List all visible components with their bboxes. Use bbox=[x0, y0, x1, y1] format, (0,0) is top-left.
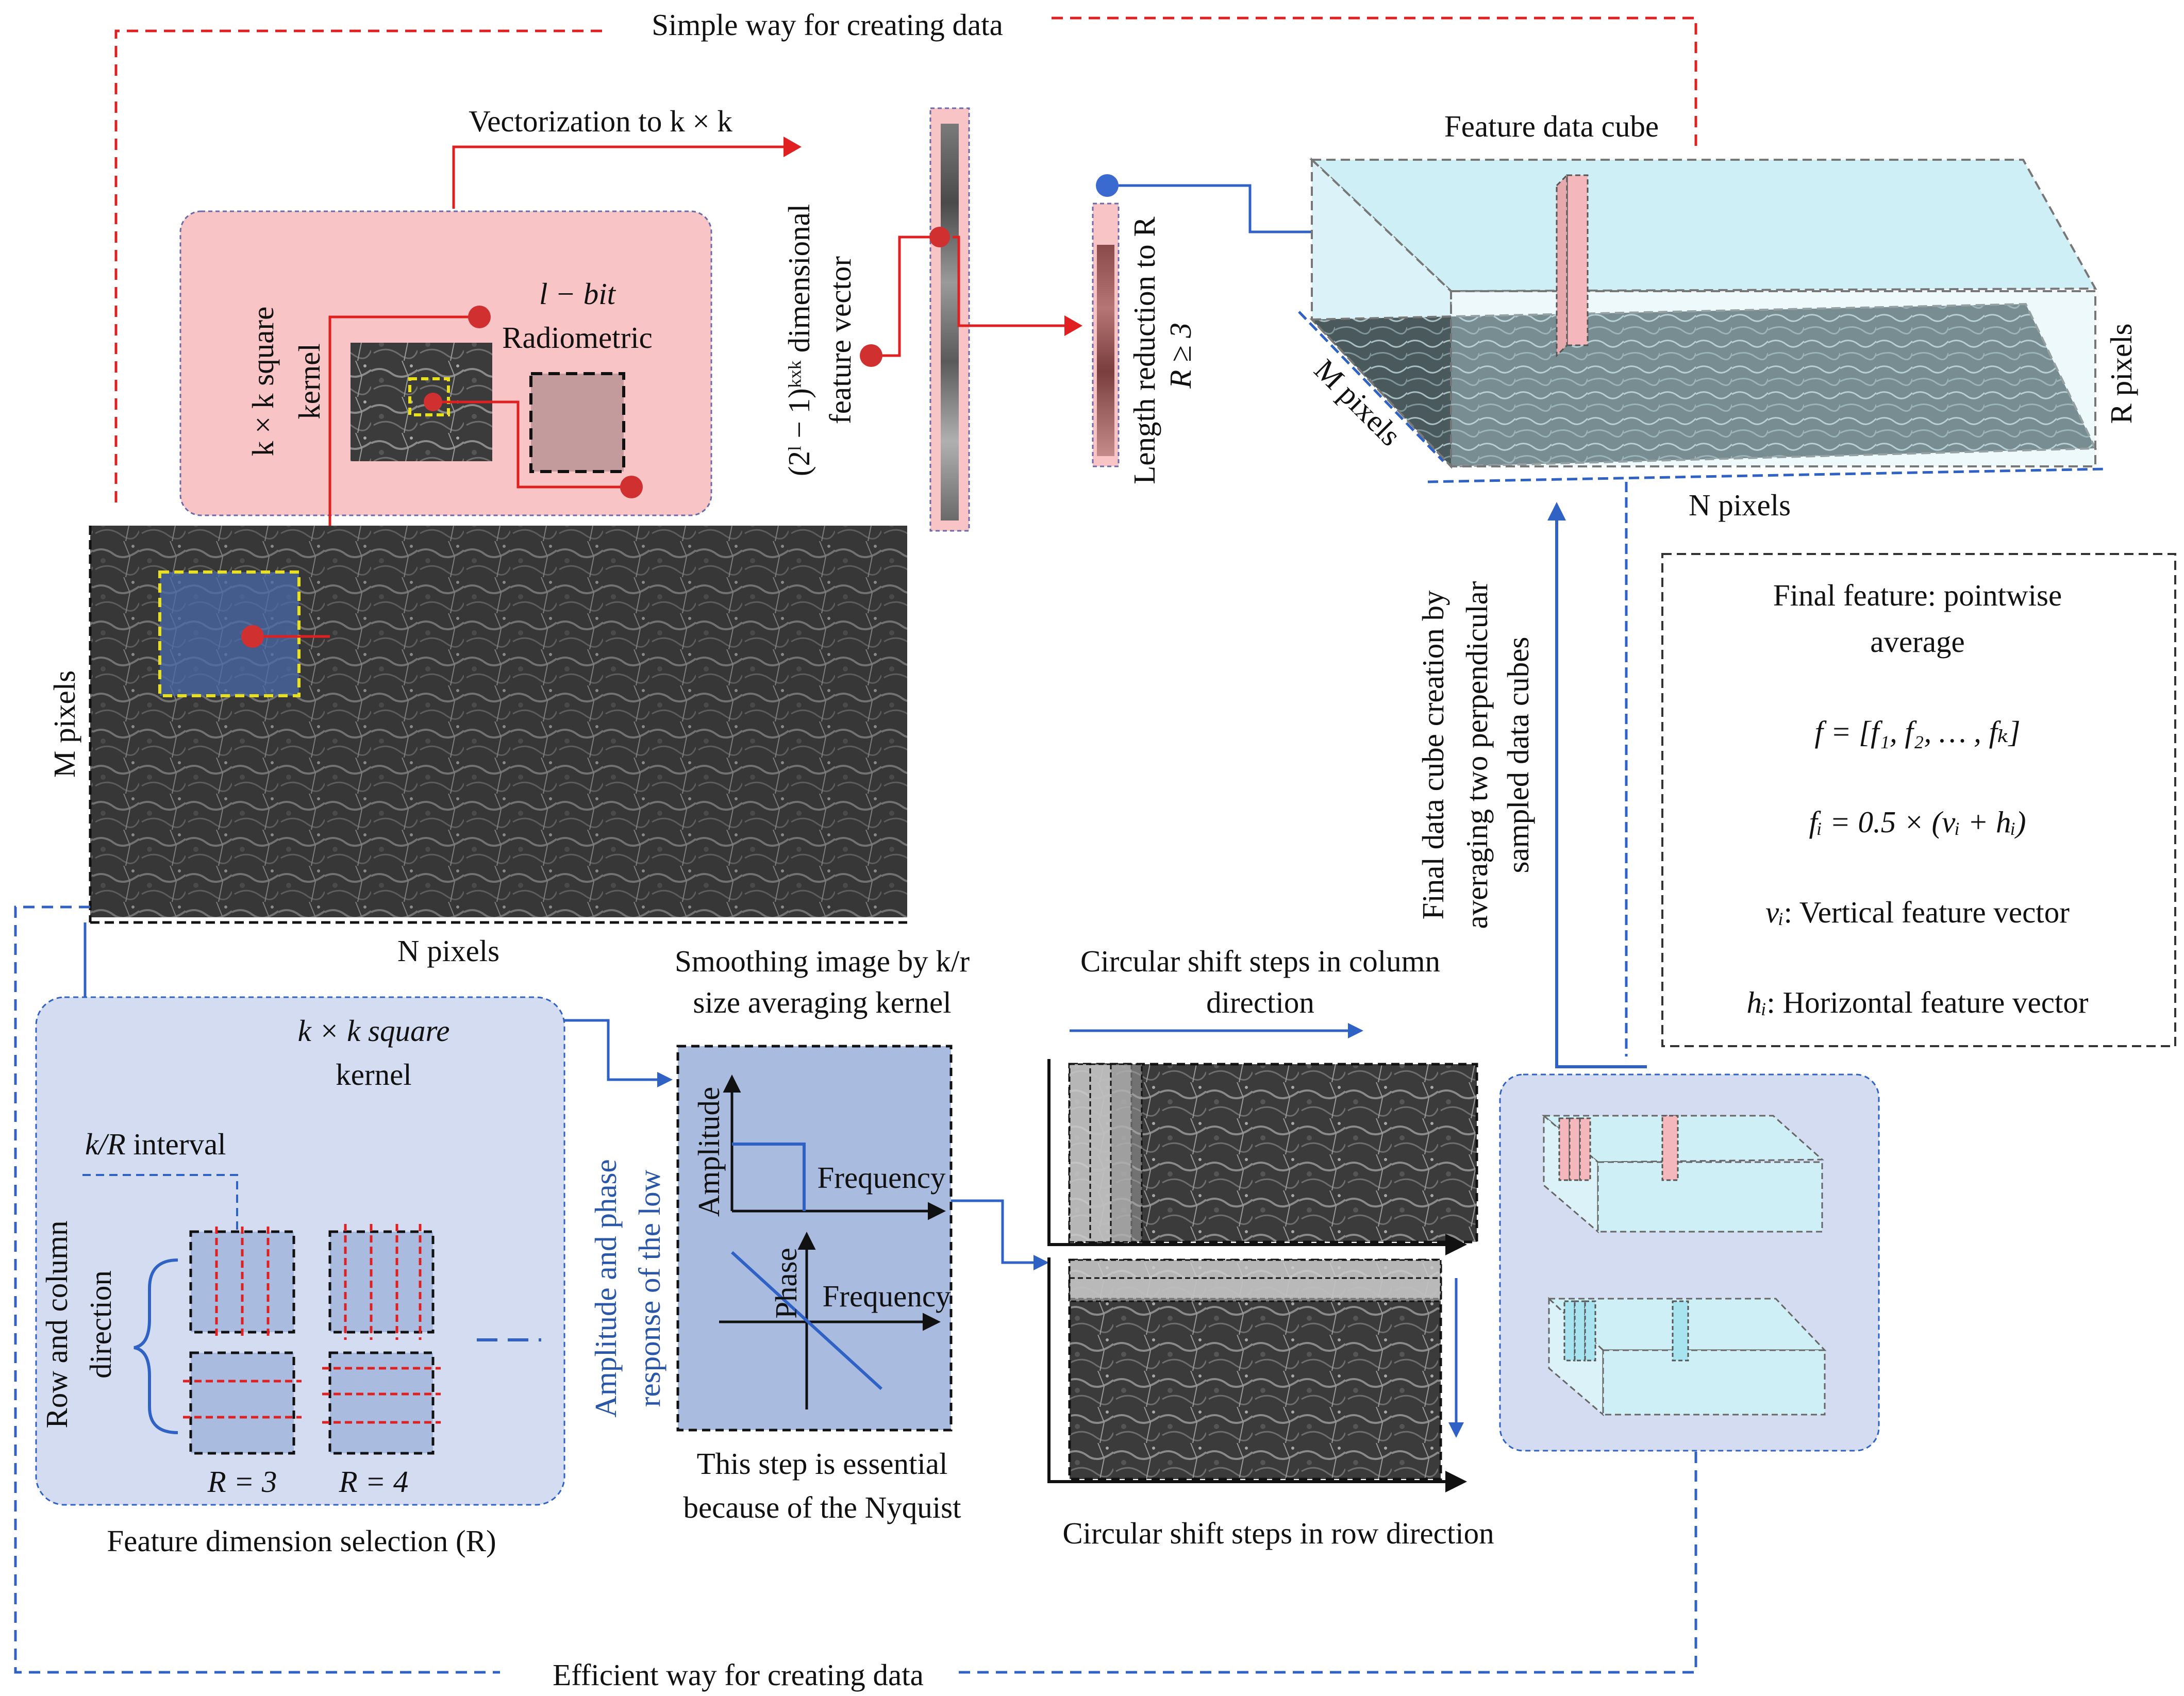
kernel-highlight bbox=[408, 377, 450, 416]
dimension-panel: k × k square kernel k/R interval Row and… bbox=[35, 996, 565, 1558]
rowcol-label-2: direction bbox=[84, 1270, 118, 1379]
formula-title-1: Final feature: pointwise bbox=[1773, 578, 2062, 612]
frequency-axis-label-2: Frequency bbox=[822, 1279, 951, 1313]
r4-column-kernel bbox=[328, 1230, 435, 1334]
node-dot bbox=[1096, 174, 1119, 197]
circular-shift-panel: Circular shift steps in column direction… bbox=[1047, 944, 1494, 1550]
efficient-way-label: Efficient way for creating data bbox=[553, 1658, 924, 1692]
amp-phase-label-1: Amplitude and phase bbox=[589, 1159, 623, 1417]
reduced-vector: Length reduction to R R ≥ 3 bbox=[1092, 174, 1488, 484]
feature-vector-label-2: feature vector bbox=[823, 256, 857, 424]
formula-vi: vᵢ: Vertical feature vector bbox=[1765, 895, 2070, 929]
r3-row-kernel bbox=[189, 1351, 295, 1455]
amplitude-axis-label: Amplitude bbox=[692, 1087, 726, 1217]
kernel-window bbox=[158, 570, 301, 697]
formula-title-2: average bbox=[1870, 625, 1964, 659]
dim-kernel-2: kernel bbox=[336, 1057, 411, 1092]
frequency-axis-label: Frequency bbox=[817, 1161, 946, 1195]
simple-way-label: Simple way for creating data bbox=[652, 8, 1003, 42]
feature-vector: (2ˡ − 1)ᵏˣᵏ dimensional feature vector bbox=[782, 107, 1082, 532]
essential-label-2: because of the Nyquist bbox=[683, 1490, 961, 1524]
sar-image: M pixels N pixels bbox=[47, 526, 907, 968]
formula-hi: hᵢ: Horizontal feature vector bbox=[1747, 985, 2089, 1019]
rowcol-label-1: Row and column bbox=[40, 1220, 74, 1428]
final-text-3: sampled data cubes bbox=[1501, 637, 1535, 874]
dimension-selection-label: Feature dimension selection (R) bbox=[107, 1524, 496, 1558]
formula-f: f = [f₁, f₂, … , fₖ] bbox=[1814, 715, 2020, 749]
cube-title: Feature data cube bbox=[1444, 109, 1659, 143]
row-shift-label: Circular shift steps in row direction bbox=[1062, 1516, 1494, 1550]
r3-column-kernel bbox=[189, 1230, 295, 1334]
vectorization-arrow: Vectorization to k × k bbox=[452, 104, 802, 209]
dim-kernel-1: k × k square bbox=[298, 1014, 450, 1048]
radiometric-bit: l − bit bbox=[539, 277, 616, 311]
final-text-2: averaging two perpendicular bbox=[1460, 581, 1494, 929]
node-dot bbox=[424, 393, 442, 411]
cube-n-label: N pixels bbox=[1689, 488, 1791, 522]
smoothing-label-1: Smoothing image by k/r bbox=[675, 944, 970, 978]
radiometric-label: Radiometric bbox=[502, 321, 653, 355]
essential-label-1: This step is essential bbox=[697, 1447, 948, 1481]
formula-fi: fᵢ = 0.5 × (vᵢ + hᵢ) bbox=[1809, 805, 2026, 839]
smoothing-label-2: size averaging kernel bbox=[693, 985, 951, 1019]
node-dot bbox=[241, 625, 264, 648]
node-dot bbox=[620, 476, 643, 498]
r4-label: R = 4 bbox=[339, 1465, 409, 1499]
feature-vector-label-1: (2ˡ − 1)ᵏˣᵏ dimensional bbox=[782, 204, 816, 476]
kernel-label-1: k × k square bbox=[246, 307, 280, 457]
final-averaging: Final data cube creation by averaging tw… bbox=[1416, 482, 1647, 1068]
column-shift-label-1: Circular shift steps in column bbox=[1080, 944, 1440, 978]
radiometric-square bbox=[529, 372, 625, 473]
sampled-cubes-panel bbox=[1499, 1073, 1880, 1452]
amp-phase-label-2: response of the low bbox=[632, 1169, 666, 1407]
kernel-label-2: kernel bbox=[292, 343, 326, 419]
length-reduction-label: Length reduction to R bbox=[1127, 216, 1161, 484]
phase-axis-label: Phase bbox=[769, 1248, 803, 1319]
interval-label: k/R interval bbox=[85, 1127, 226, 1161]
node-dot bbox=[860, 344, 882, 367]
image-n-label: N pixels bbox=[397, 934, 499, 968]
radiometric-panel: k × k square kernel l − bit Radiometric bbox=[179, 210, 712, 636]
simple-way-loop: Simple way for creating data bbox=[114, 8, 1697, 502]
cube-r-label: R pixels bbox=[2104, 323, 2138, 424]
feature-data-cube: Feature data cube M pixels N pixels R pi… bbox=[1298, 109, 2138, 522]
column-shift-label-2: direction bbox=[1206, 985, 1314, 1019]
node-dot bbox=[929, 227, 950, 247]
node-dot bbox=[468, 306, 491, 328]
final-text-1: Final data cube creation by bbox=[1416, 590, 1450, 919]
formula-box: Final feature: pointwise average f = [f₁… bbox=[1661, 553, 2176, 1047]
length-reduction-condition: R ≥ 3 bbox=[1163, 323, 1197, 389]
smoothing-panel: Smoothing image by k/r size averaging ke… bbox=[564, 944, 1049, 1524]
image-m-label: M pixels bbox=[47, 670, 81, 778]
vectorization-label: Vectorization to k × k bbox=[469, 104, 732, 138]
efficient-way-loop: Efficient way for creating data bbox=[14, 905, 1697, 1692]
r3-label: R = 3 bbox=[207, 1465, 277, 1499]
